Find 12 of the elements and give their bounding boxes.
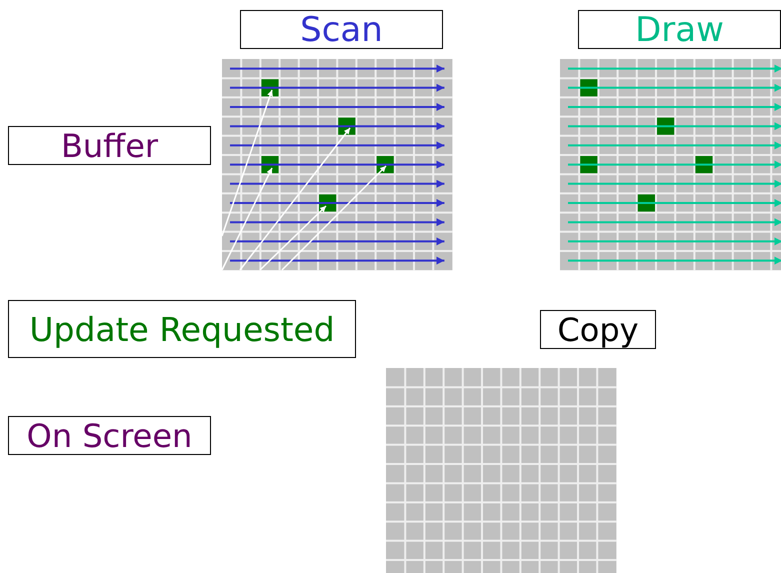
- label-box: [8, 300, 356, 358]
- label-box: [8, 416, 211, 455]
- label-text: On Screen: [26, 416, 192, 454]
- label-text: Draw: [635, 10, 724, 50]
- label-text: Copy: [557, 310, 639, 348]
- label-box: [8, 126, 211, 165]
- label-text: Buffer: [60, 126, 158, 164]
- label-text: Update Requested: [29, 310, 335, 348]
- label-box: [540, 310, 656, 349]
- label-text: Scan: [300, 10, 383, 50]
- label-box: [578, 10, 781, 49]
- label-box: [240, 10, 443, 49]
